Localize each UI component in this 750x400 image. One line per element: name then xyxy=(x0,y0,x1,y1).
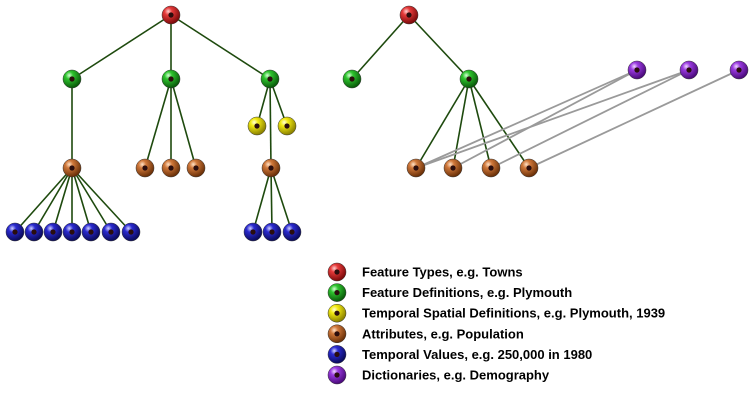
temporal-value-node xyxy=(262,222,282,242)
tree-edge xyxy=(415,78,470,169)
legend-item: Dictionaries, e.g. Demography xyxy=(327,365,550,385)
attribute-legend-icon xyxy=(327,324,347,344)
temporal-value-node xyxy=(5,222,25,242)
tree-edge xyxy=(71,14,172,80)
dictionary-link xyxy=(490,69,690,169)
attribute-node xyxy=(62,158,82,178)
tree-edge xyxy=(170,78,197,169)
edges xyxy=(14,14,740,233)
attribute-node xyxy=(519,158,539,178)
attribute-node xyxy=(406,158,426,178)
temporal-value-legend-icon xyxy=(327,345,347,364)
dictionary-link xyxy=(415,69,638,169)
legend-label: Feature Definitions, e.g. Plymouth xyxy=(362,285,572,300)
attribute-node xyxy=(443,158,463,178)
legend-item: Attributes, e.g. Population xyxy=(327,324,524,344)
dictionary-link xyxy=(528,69,740,169)
attribute-node xyxy=(481,158,501,178)
nodes xyxy=(5,5,749,242)
feature-type-node xyxy=(399,5,419,25)
tree-edge xyxy=(71,167,112,233)
temporal-value-node xyxy=(121,222,141,242)
dictionary-node xyxy=(679,60,699,80)
dictionary-legend-icon xyxy=(327,365,347,385)
temporal-spatial-definition-node xyxy=(247,116,267,136)
temporal-value-node xyxy=(282,222,302,242)
legend-item: Temporal Spatial Definitions, e.g. Plymo… xyxy=(327,303,665,323)
attribute-node xyxy=(135,158,155,178)
tree-edge xyxy=(408,14,470,80)
temporal-value-node xyxy=(101,222,121,242)
tree-edge xyxy=(351,14,410,80)
temporal-value-node xyxy=(43,222,63,242)
tree-edge xyxy=(270,167,273,233)
tree-edge xyxy=(33,167,73,233)
feature-definition-node xyxy=(62,69,82,89)
temporal-value-node xyxy=(81,222,101,242)
temporal-value-node xyxy=(24,222,44,242)
legend-label: Attributes, e.g. Population xyxy=(362,326,524,341)
temporal-value-node xyxy=(243,222,263,242)
tree-edge xyxy=(270,167,293,233)
attribute-node xyxy=(161,158,181,178)
temporal-spatial-definition-node xyxy=(277,116,297,136)
feature-definition-node xyxy=(459,69,479,89)
legend-label: Temporal Spatial Definitions, e.g. Plymo… xyxy=(362,306,665,321)
feature-definition-legend-icon xyxy=(327,283,347,302)
tree-edge xyxy=(170,14,271,80)
feature-definition-node xyxy=(260,69,280,89)
tree-edge xyxy=(144,78,172,169)
legend-label: Feature Types, e.g. Towns xyxy=(362,265,523,280)
feature-definition-node xyxy=(161,69,181,89)
legend-item: Temporal Values, e.g. 250,000 in 1980 xyxy=(327,345,592,364)
legend-item: Feature Definitions, e.g. Plymouth xyxy=(327,283,572,302)
tree-edge xyxy=(252,167,272,233)
dictionary-link xyxy=(452,69,638,169)
tree-edge xyxy=(71,167,92,233)
temporal-value-node xyxy=(62,222,82,242)
dictionary-link xyxy=(415,69,690,169)
temporal-spatial-definition-legend-icon xyxy=(327,303,347,323)
legend-label: Temporal Values, e.g. 250,000 in 1980 xyxy=(362,347,592,362)
legend-item: Feature Types, e.g. Towns xyxy=(327,262,523,282)
feature-type-node xyxy=(161,5,181,25)
legend-label: Dictionaries, e.g. Demography xyxy=(362,368,550,383)
tree-edge xyxy=(14,167,73,233)
attribute-node xyxy=(261,158,281,178)
dictionary-node xyxy=(729,60,749,80)
tree-edge xyxy=(468,78,492,169)
tree-edge xyxy=(269,78,272,169)
feature-type-legend-icon xyxy=(327,262,347,282)
dictionary-node xyxy=(627,60,647,80)
feature-definition-node xyxy=(342,69,362,89)
tree-edge xyxy=(71,167,132,233)
attribute-node xyxy=(186,158,206,178)
tree-edge xyxy=(52,167,73,233)
